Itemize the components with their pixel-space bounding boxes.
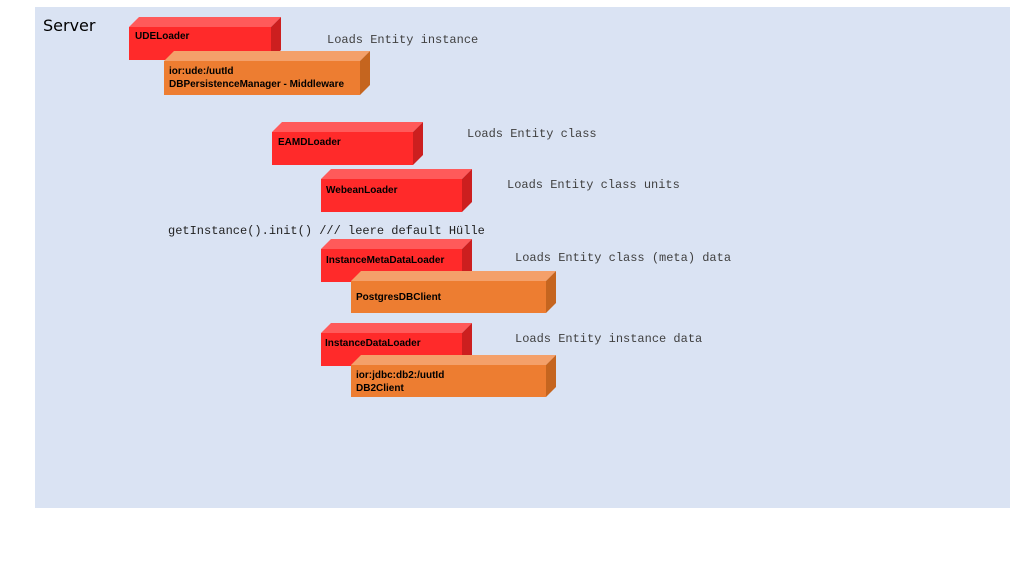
eamdloader-box-shape [272,122,423,165]
ude-middleware-line1: ior:ude:/uutId [169,66,234,77]
db2client-line2: DB2Client [356,383,404,394]
postgresdbclient-label: PostgresDBClient [356,292,442,303]
box-side-face [546,355,556,397]
box-side-face [462,169,472,212]
note-loads-entity-class-meta: Loads Entity class (meta) data [515,251,732,265]
box-side-face [413,122,423,165]
udeloader-label: UDELoader [135,31,190,42]
server-title: Server [43,16,96,35]
box-top-face [164,51,370,61]
postgresdbclient-box-shape [351,271,556,313]
ude-middleware-line2: DBPersistenceManager - Middleware [169,79,345,90]
db2client-line1: ior:jdbc:db2:/uutId [356,370,445,381]
box-side-face [546,271,556,313]
box-front-face [351,365,546,397]
box-front-face [321,179,462,212]
webeanloader-label: WebeanLoader [326,185,398,196]
box-top-face [321,169,472,179]
note-loads-entity-instance: Loads Entity instance [327,33,479,47]
note-getinstance-init: getInstance().init() /// leere default H… [168,224,485,238]
note-loads-entity-class: Loads Entity class [467,127,597,141]
webeanloader-box-shape [321,169,472,212]
box-side-face [360,51,370,95]
note-loads-entity-instance-data: Loads Entity instance data [515,332,703,346]
instancemetadataloader-label: InstanceMetaDataLoader [326,255,445,266]
box-front-face [351,281,546,313]
box-top-face [272,122,423,132]
box-side-face [271,17,281,60]
box-front-face [272,132,413,165]
db2client-box-shape [351,355,556,397]
box-top-face [129,17,281,27]
box-top-face [351,271,556,281]
instancedataloader-label: InstanceDataLoader [325,338,421,349]
box-top-face [321,323,472,333]
note-loads-entity-class-units: Loads Entity class units [507,178,680,192]
box-top-face [321,239,472,249]
box-front-face [164,61,360,95]
box-top-face [351,355,556,365]
ude-middleware-box-shape [164,51,370,95]
eamdloader-label: EAMDLoader [278,137,341,148]
